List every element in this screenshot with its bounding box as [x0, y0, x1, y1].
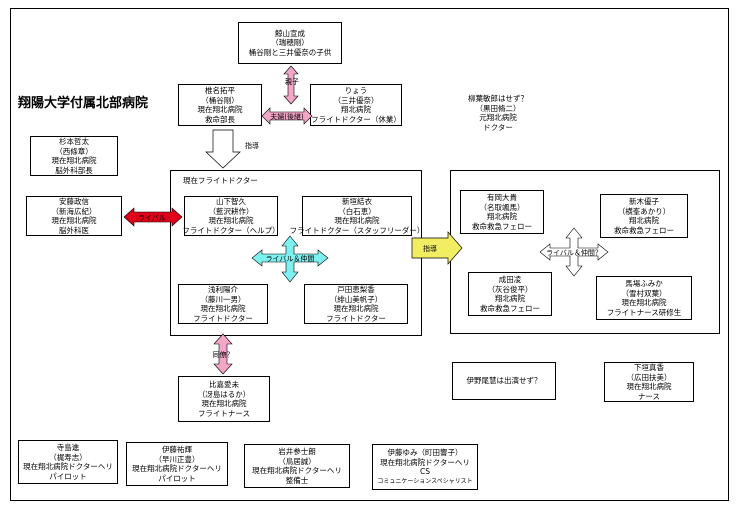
person-saito: 椎名拓平（桶谷剛）現在翔北病院救命部長 [178, 84, 262, 126]
person-iwai: 岩井参士朗（鳥居誠）現在翔北病院ドクターヘリ整備士 [244, 444, 350, 488]
name: 鯨山宣成 [275, 28, 305, 38]
role: （瑞穂剛） [271, 38, 309, 48]
rival-partner-arrow: ライバル＆仲間 [251, 235, 329, 283]
person-yamashita: 山下智久（藍沢耕作）現在翔北病院フライトドクター（ヘルプ） [182, 196, 280, 236]
person-arioka: 有岡大貴（名取颯馬）翔北病院救命救急フェロー [460, 190, 544, 234]
person-toda: 戸田恵梨香（緋山美帆子）現在翔北病院フライトドクター [304, 284, 408, 324]
note-ino: 伊野尾慧は出演せず？ [452, 362, 556, 400]
rival-partner-right-arrow: ライバル＆仲間？ [539, 227, 609, 277]
person-tomoki: 杉本哲太（西條章）現在翔北病院脳外科部長 [30, 136, 118, 176]
person-asari: 浅利陽介（藤川一男）現在翔北病院フライトドクター [178, 284, 268, 324]
group-current-flight-label: 現在フライトドクター [183, 176, 258, 185]
rival-left-label: ライバル [138, 214, 166, 222]
hospital-title: 翔陽大学付属北部病院 [18, 96, 149, 111]
rival-left-arrow: ライバル [123, 207, 183, 227]
rival-partner-label: ライバル＆仲間 [266, 254, 315, 263]
person-hirasaka: 比嘉愛未（冴島はるか）現在翔北病院フライトナース [178, 376, 270, 422]
guidance-right-label: 指導 [423, 244, 437, 253]
person-terashima: 寺島進（梶寿志）現在翔北病院ドクターヘリパイロット [18, 440, 118, 484]
person-ando: 安藤政信（新海広紀）現在翔北病院脳外科医 [26, 196, 122, 236]
person-ryou: りょう（三井優奈）翔北病院フライトドクター（休業） [310, 84, 402, 126]
person-araki: 新木優子（横峯あかり）翔北病院救命救急フェロー [600, 194, 688, 238]
parent-child-arrow: 親子 [283, 65, 299, 105]
couple-label: 夫婦(後継) [270, 112, 304, 121]
diagram-frame [10, 8, 729, 501]
person-mayo: 馬場ふみか（雪村双葉）現在翔北病院フライトナース研修生 [596, 276, 692, 320]
person-narita: 成田凌（灰谷俊平）翔北病院救命救急フェロー [468, 272, 552, 316]
person-ito: 伊藤祐輝（早川正豊）現在翔北病院ドクターヘリパイロット [126, 442, 228, 486]
colleague-arrow: 同僚？ [213, 333, 234, 375]
person-hirota: 柳葉敏郎はせず？（黒田脩二）元翔北病院ドクター [452, 92, 544, 134]
guidance-right-arrow: 指導 [411, 231, 463, 265]
person-kuzeyama: 鯨山宣成 （瑞穂剛） 桶谷剛と三井優奈の子供 [238, 22, 342, 64]
parent-label: 親子 [285, 77, 299, 86]
guidance-top-arrow: 指導 [205, 129, 259, 169]
colleague-label: 同僚？ [213, 350, 234, 359]
person-aragaki: 新垣結衣（白石恵）現在翔北病院フライトドクター（スタッフリーダー） [289, 196, 425, 236]
desc: 桶谷剛と三井優奈の子供 [248, 47, 332, 57]
guidance-top-label: 指導 [245, 141, 259, 150]
person-shimojo: 下垣真香（広田扶美）現在翔北病院ナース [604, 362, 694, 402]
couple-arrow: 夫婦(後継) [261, 107, 313, 125]
rival-partner-right-label: ライバル＆仲間？ [546, 248, 602, 257]
